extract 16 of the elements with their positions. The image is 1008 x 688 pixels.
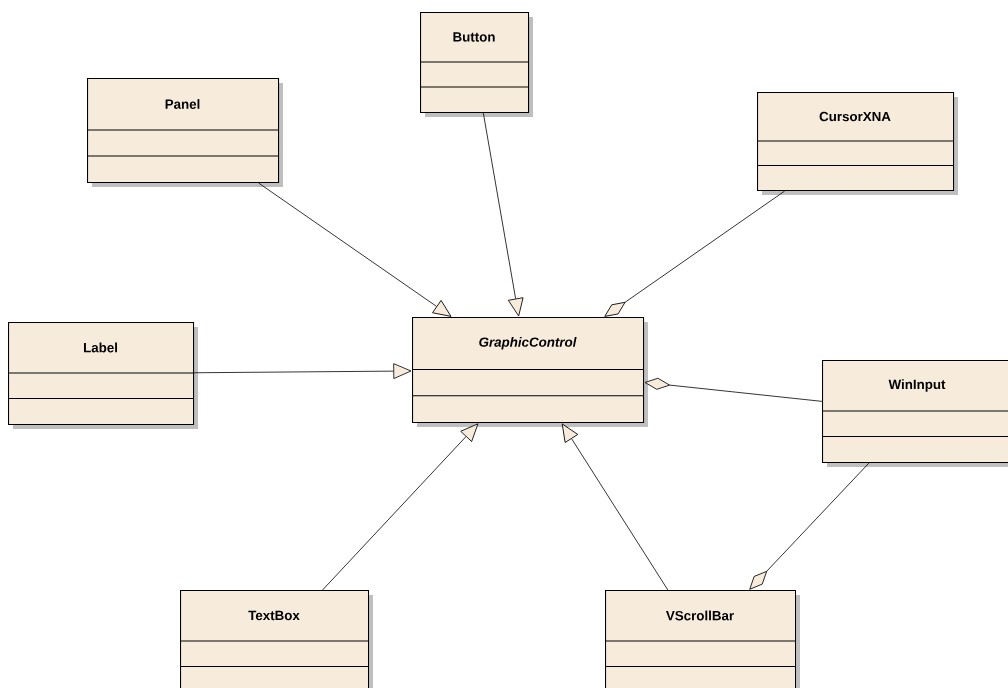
class-box: CursorXNA [756,92,958,195]
connector [322,423,479,591]
connector [561,423,669,591]
class-box: TextBox [179,590,373,688]
class-box: VScrollBar [604,590,800,688]
class-box: Label [7,322,198,429]
connector [482,112,524,317]
connector [749,462,870,590]
connector [258,182,452,317]
connector [604,190,786,317]
class-box: WinInput [821,360,1008,467]
class-box: GraphicControl [411,317,648,427]
connector [644,377,823,402]
class-box: Button [419,12,533,117]
class-box: Panel [86,78,283,187]
connector [193,363,412,379]
